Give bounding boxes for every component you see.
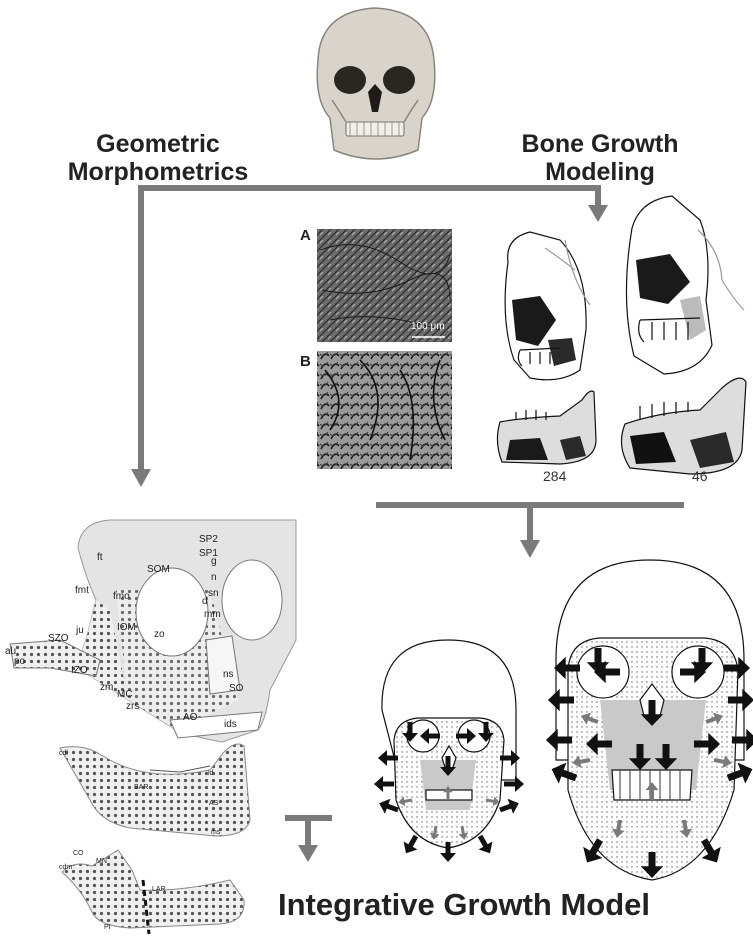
landmark-id: id	[208, 770, 214, 777]
growth-vector-black	[374, 776, 394, 792]
heading-right-line1: Bone Growth	[500, 130, 700, 158]
growth-map-skull-small	[505, 232, 590, 380]
landmark-ramus-3d: CO cdm MN LAR PI	[59, 850, 244, 934]
landmark-d: d	[202, 596, 208, 607]
growth-model-face-small	[382, 640, 516, 848]
growth-vector-black	[499, 799, 519, 814]
landmark-AO: AO	[183, 712, 198, 723]
landmark-zrs: zrs	[126, 701, 139, 712]
landmark-fmt: fmt	[75, 585, 89, 596]
landmark-MN: MN	[96, 858, 107, 865]
landmark-CO: CO	[73, 850, 84, 857]
landmark-cdl: cdl	[59, 750, 68, 757]
growth-map-skull-large	[626, 196, 744, 374]
landmark-AS: AS	[209, 800, 219, 807]
growth-vector-black	[404, 835, 419, 854]
landmark-IZO: IZO	[71, 665, 88, 676]
growth-map-mandible-large	[621, 378, 746, 474]
landmark-cdm: cdm	[59, 864, 72, 871]
heading-left-line2: Morphometrics	[58, 158, 258, 186]
histology-panel-b	[317, 351, 452, 469]
landmark-SO: SO	[229, 683, 244, 694]
landmark-zm: zm	[100, 682, 113, 693]
landmark-PI: PI	[104, 924, 111, 931]
scale-bar-label: 100 μm	[411, 321, 445, 332]
panel-letter-a: A	[300, 227, 311, 244]
landmark-ns: ns	[223, 669, 234, 680]
landmark-n: n	[211, 572, 217, 583]
landmark-zo: zo	[154, 629, 165, 640]
landmark-MC: MC	[117, 689, 133, 700]
landmark-skull-3d	[10, 520, 296, 742]
growth-map-mandible-small	[497, 391, 596, 464]
landmark-BAR: BAR	[134, 784, 148, 791]
landmark-fmo: fmo	[113, 591, 130, 602]
heading-integrative-growth-model: Integrative Growth Model	[278, 887, 650, 923]
landmark-g: g	[211, 556, 217, 567]
heading-right-line2: Modeling	[500, 158, 700, 186]
panel-letter-b: B	[300, 353, 311, 370]
landmark-po: po	[14, 656, 26, 667]
landmark-ju: ju	[75, 625, 84, 636]
landmark-mm: mm	[204, 609, 221, 620]
landmark-mandible-3d: cdl BAR id AS ms	[59, 744, 250, 836]
growth-map-number-right: 46	[692, 468, 708, 484]
landmark-IOM: IOM	[117, 622, 136, 633]
landmark-SP2: SP2	[199, 534, 218, 545]
growth-map-number-left: 284	[543, 468, 566, 484]
heading-left-line1: Geometric	[58, 130, 258, 158]
landmark-LAR: LAR	[152, 886, 166, 893]
landmark-ms: ms	[211, 829, 221, 836]
heading-bone-growth-modeling: Bone Growth Modeling	[500, 130, 700, 186]
landmark-SOM: SOM	[147, 564, 170, 575]
landmark-ft: ft	[97, 552, 103, 563]
growth-vector-black	[478, 835, 493, 854]
skull-photo	[317, 8, 435, 159]
landmark-SZO: SZO	[48, 633, 69, 644]
landmark-ids: ids	[224, 719, 237, 730]
landmark-sn: sn	[208, 588, 219, 599]
heading-geometric-morphometrics: Geometric Morphometrics	[58, 130, 258, 186]
